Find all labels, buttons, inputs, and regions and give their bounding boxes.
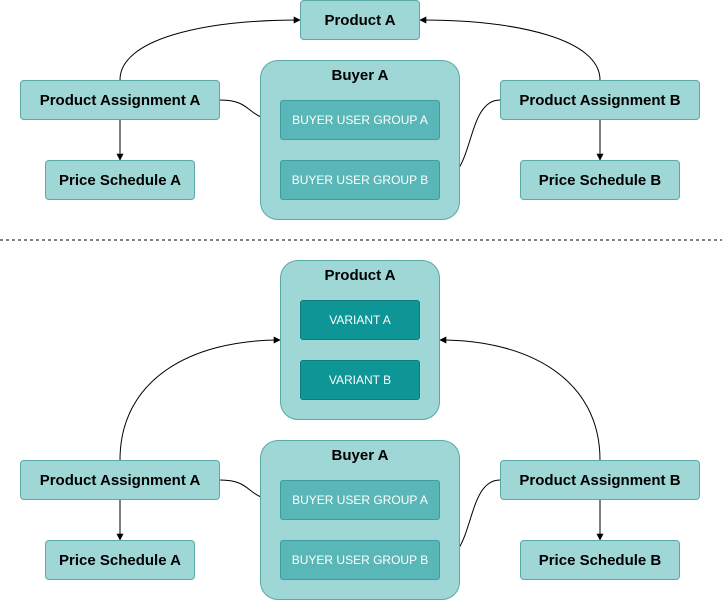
price-schedule-a-bottom[interactable]: Price Schedule A [45,540,195,580]
price-schedule-b-bottom-label: Price Schedule B [538,551,662,569]
buyer-user-group-b-bottom-label: BUYER USER GROUP B [291,553,429,567]
buyer-user-group-a-bottom-label: BUYER USER GROUP A [292,493,428,507]
variant-a-label: VARIANT A [329,313,391,327]
variant-a[interactable]: VARIANT A [300,300,420,340]
product-assignment-b-bottom[interactable]: Product Assignment B [500,460,700,500]
product-assignment-a-bottom[interactable]: Product Assignment A [20,460,220,500]
edge-assignment-a-to-product-bottom [119,336,281,461]
buyer-user-group-a-bottom[interactable]: BUYER USER GROUP A [280,480,440,520]
buyer-user-group-b-label: BUYER USER GROUP B [291,173,429,187]
product-assignment-a[interactable]: Product Assignment A [20,80,220,120]
buyer-user-group-a[interactable]: BUYER USER GROUP A [280,100,440,140]
product-assignment-b-bottom-label: Product Assignment B [519,471,681,489]
product-assignment-b[interactable]: Product Assignment B [500,80,700,120]
variant-b-label: VARIANT B [328,373,392,387]
product-container-label: Product A [324,267,396,284]
product-assignment-b-label: Product Assignment B [519,91,681,109]
product-label: Product A [324,11,396,29]
price-schedule-b-bottom[interactable]: Price Schedule B [520,540,680,580]
price-schedule-a-label: Price Schedule A [59,171,181,189]
buyer-label: Buyer A [331,67,389,84]
product-assignment-a-label: Product Assignment A [39,91,201,109]
price-schedule-a[interactable]: Price Schedule A [45,160,195,200]
edge-assignment-b-to-product-bottom [439,336,601,461]
variant-b[interactable]: VARIANT B [300,360,420,400]
buyer-user-group-a-label: BUYER USER GROUP A [292,113,428,127]
edge-assignment-b-to-product [419,16,601,81]
price-schedule-b-label: Price Schedule B [538,171,662,189]
edge-assignment-a-to-product [119,16,301,81]
buyer-user-group-b-bottom[interactable]: BUYER USER GROUP B [280,540,440,580]
product-assignment-a-bottom-label: Product Assignment A [39,471,201,489]
buyer-label-bottom: Buyer A [331,447,389,464]
price-schedule-a-bottom-label: Price Schedule A [59,551,181,569]
price-schedule-b[interactable]: Price Schedule B [520,160,680,200]
buyer-user-group-b[interactable]: BUYER USER GROUP B [280,160,440,200]
product-node[interactable]: Product A [300,0,420,40]
